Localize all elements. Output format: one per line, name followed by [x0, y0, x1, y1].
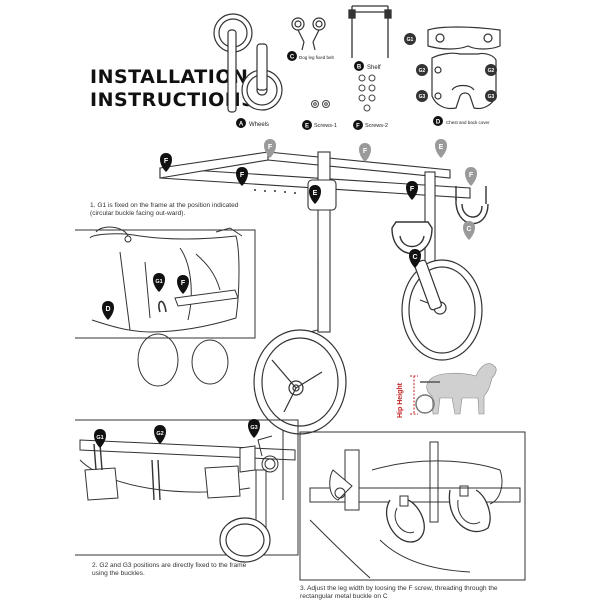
badge-d: D — [436, 120, 441, 126]
marker-g3: G3 — [250, 425, 257, 431]
marker-f-7: F — [181, 280, 186, 287]
marker-d: D — [105, 306, 110, 313]
hip-height-label: Hip Height — [397, 382, 404, 418]
wheels-part — [213, 13, 283, 113]
cover-badge-g1: G1 — [407, 37, 414, 43]
part-badges — [236, 33, 497, 130]
badge-c: C — [290, 55, 295, 61]
step-2-caption: 2. G2 and G3 positions are directly fixe… — [92, 562, 247, 577]
badge-b: B — [357, 65, 362, 71]
bottom-wheel — [219, 517, 271, 563]
cover-badge-g2-left: G2 — [419, 68, 426, 74]
marker-f-3: F — [268, 144, 273, 151]
leg-belt-part — [291, 17, 326, 51]
label-screws-1: Screws-1 — [314, 123, 337, 129]
marker-f-1: F — [164, 158, 169, 165]
shelf-part — [348, 5, 392, 58]
step-3-caption: 3. Adjust the leg width by loosing the F… — [300, 585, 498, 600]
cover-badge-g3-right: G3 — [488, 94, 495, 100]
title-line-2: INSTRUCTIONS — [90, 89, 256, 111]
dog-silhouette — [410, 363, 497, 415]
label-dog-leg-belt: Dog leg fixed belt — [299, 55, 335, 60]
screws-2-part — [358, 74, 376, 112]
marker-g2: G2 — [156, 431, 163, 437]
right-wheel — [401, 259, 483, 361]
label-wheels: Wheels — [249, 122, 269, 128]
marker-g1-2: G1 — [96, 435, 103, 441]
marker-f-5: F — [410, 186, 415, 193]
step-1-caption: 1. G1 is fixed on the frame at the posit… — [90, 202, 239, 217]
screws-1-part — [311, 100, 330, 108]
badge-a: A — [239, 122, 244, 128]
marker-c-2: C — [466, 226, 471, 233]
label-chest-cover: Chest and back cover — [446, 120, 490, 125]
marker-f-4: F — [363, 148, 368, 155]
detail-box-3 — [299, 431, 526, 581]
middle-wheel — [253, 329, 347, 435]
marker-e-1: E — [313, 190, 318, 197]
badge-e: E — [305, 124, 309, 130]
marker-f-6: F — [469, 172, 474, 179]
detail-box-2 — [75, 419, 299, 556]
label-shelf: Shelf — [367, 65, 381, 71]
title-line-1: INSTALLATION — [90, 66, 249, 88]
marker-e-2: E — [439, 144, 444, 151]
label-screws-2: Screws-2 — [365, 123, 388, 129]
cover-badge-g3-left: G3 — [419, 94, 426, 100]
badge-f: F — [356, 124, 360, 130]
detail-box-1 — [75, 226, 256, 387]
marker-f-2: F — [240, 172, 245, 179]
marker-g1-1: G1 — [155, 279, 162, 285]
cover-badge-g2-right: G2 — [488, 68, 495, 74]
marker-c-1: C — [412, 254, 417, 261]
